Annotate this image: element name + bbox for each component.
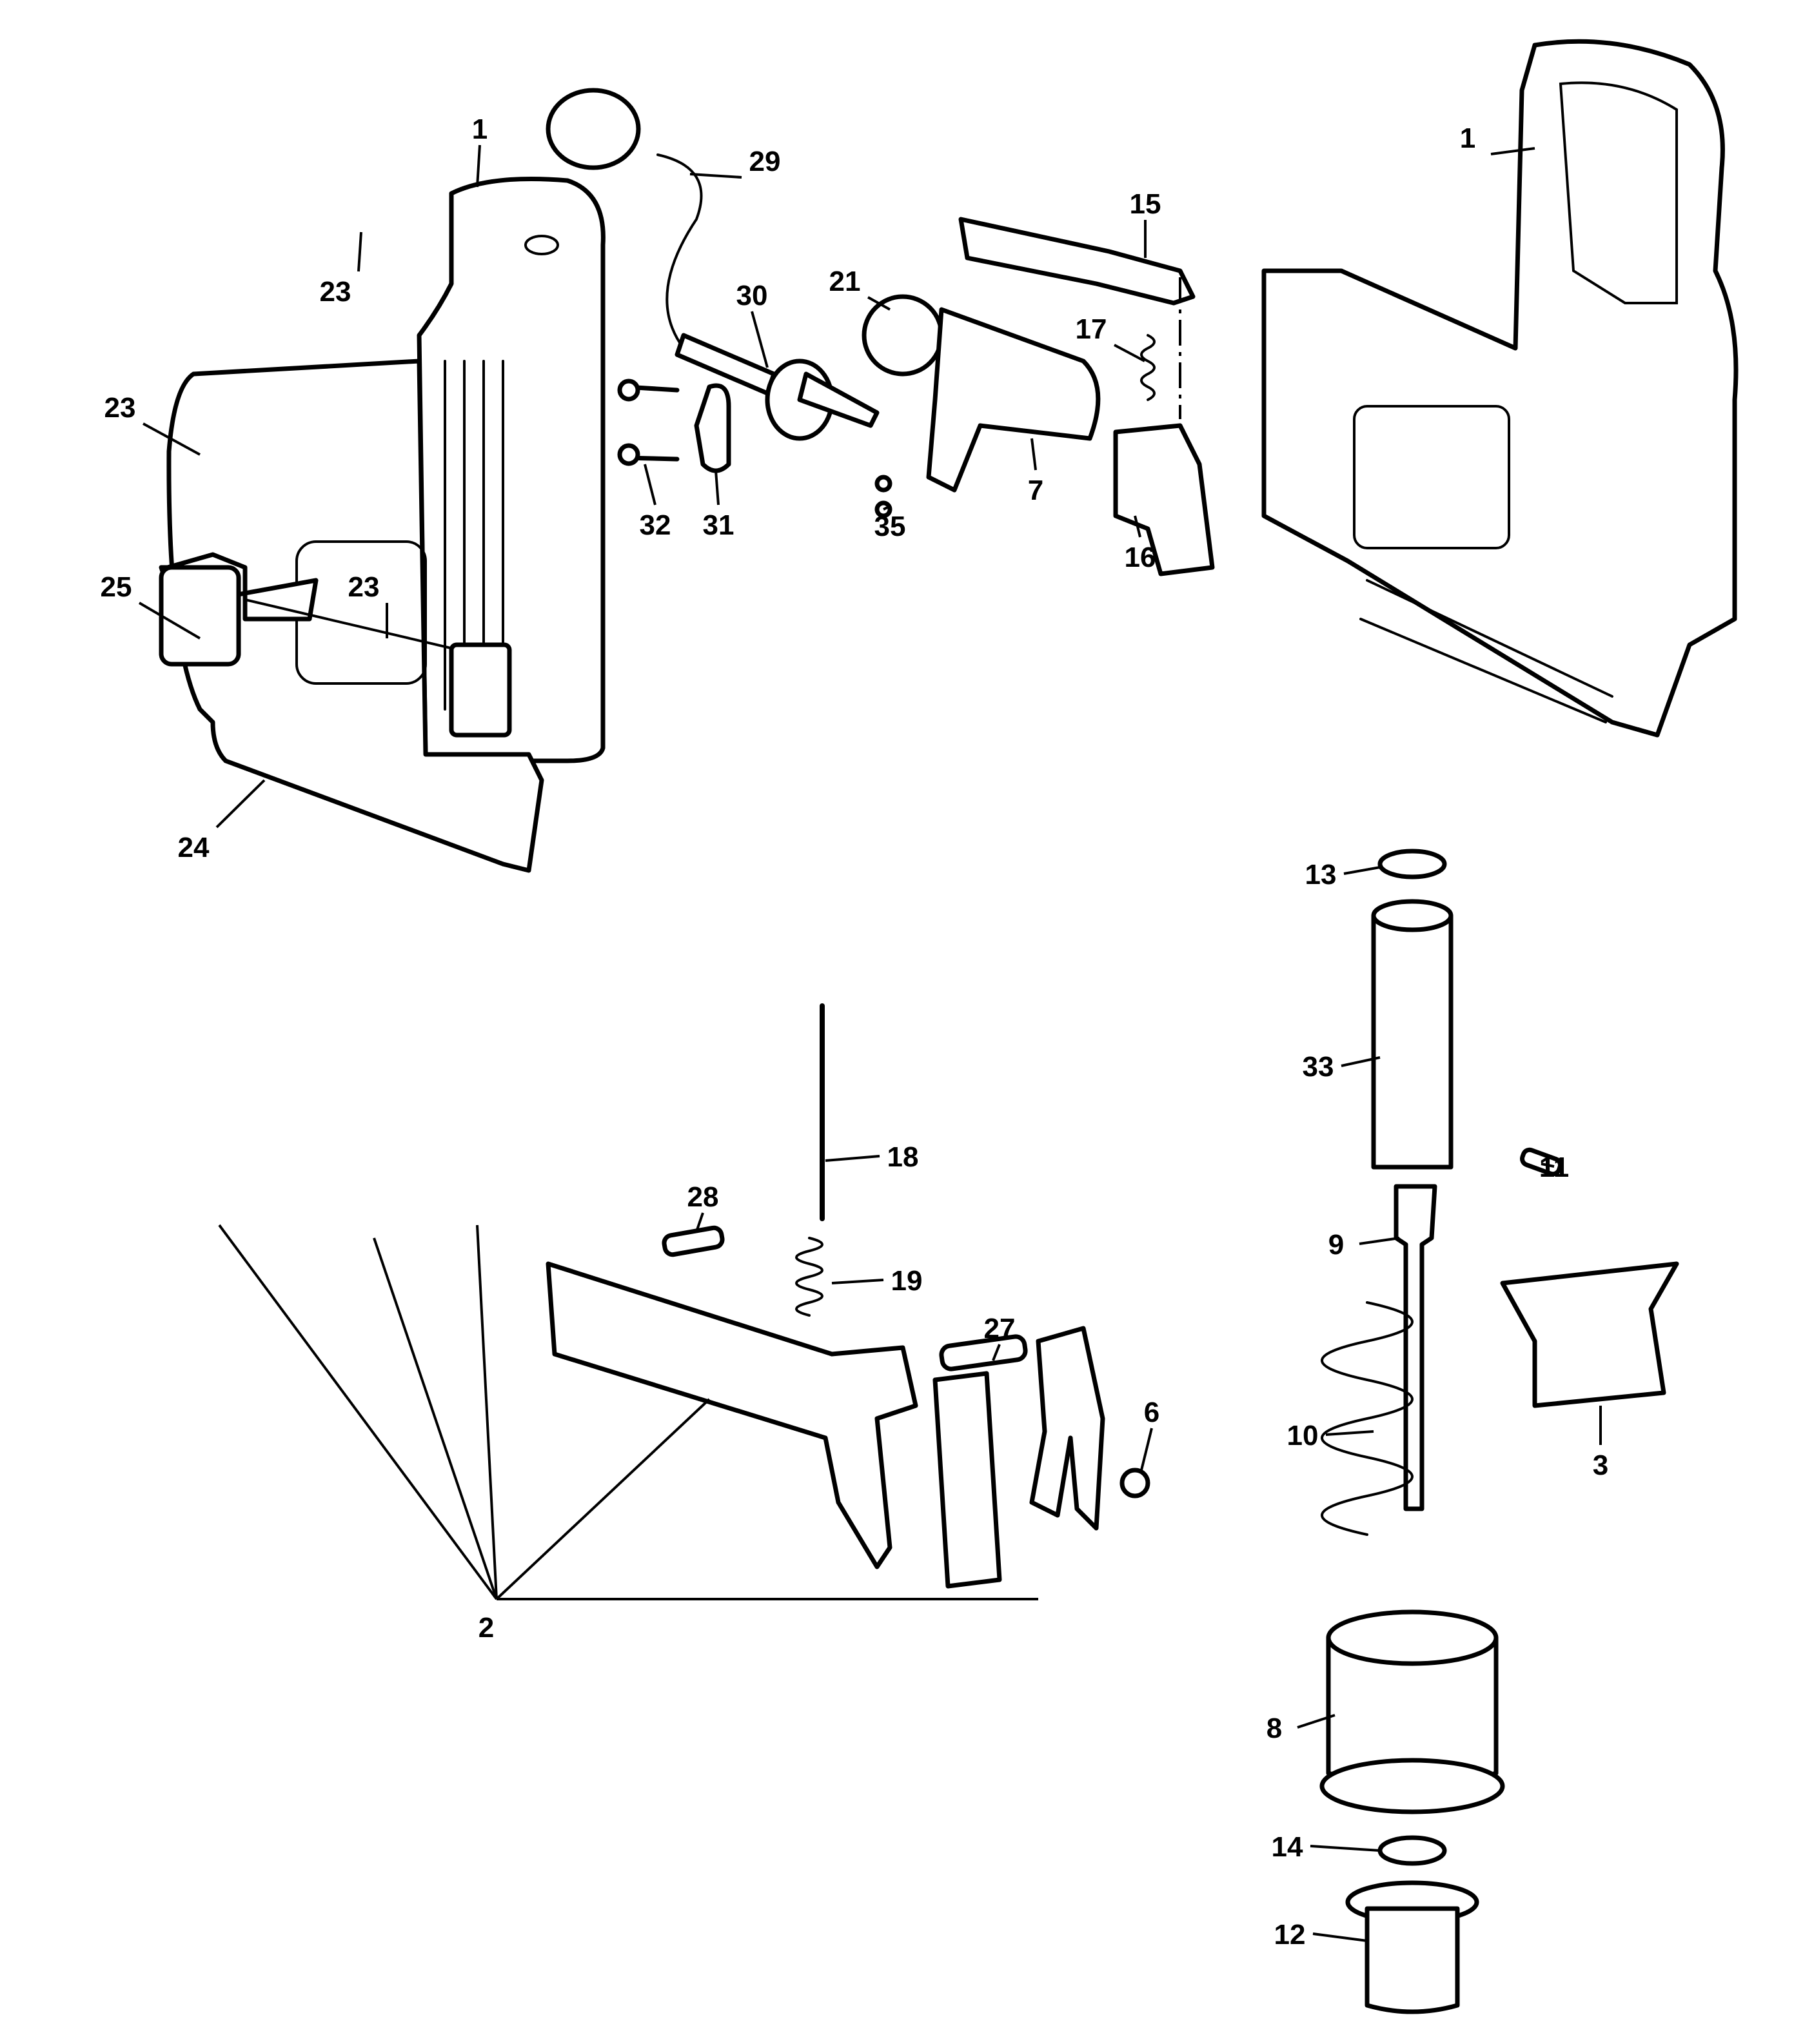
- callout-label: 35: [874, 511, 906, 542]
- leader-line: [695, 1212, 704, 1232]
- leader-line: [357, 231, 362, 272]
- callout-label: 8: [1267, 1713, 1282, 1744]
- leader-line-part-2: [495, 1398, 711, 1600]
- callout-label: 9: [1328, 1229, 1344, 1261]
- callout-label: 12: [1274, 1919, 1306, 1951]
- leader-line: [143, 422, 201, 456]
- callout-label: 33: [1303, 1051, 1334, 1083]
- leader-line: [1297, 1714, 1336, 1729]
- callout-label: 16: [1125, 542, 1156, 573]
- leader-line-part-2: [373, 1237, 498, 1600]
- callout-label: 10: [1287, 1420, 1319, 1451]
- callout-label: 19: [891, 1265, 923, 1297]
- callout-label: 3: [1593, 1449, 1608, 1481]
- left-housing-half: [166, 177, 606, 873]
- callout-label: 21: [829, 266, 861, 297]
- callout-label: 7: [1028, 475, 1043, 506]
- leader-line: [1134, 515, 1141, 538]
- callout-label: 17: [1076, 313, 1107, 345]
- leader-line: [1325, 1430, 1374, 1436]
- leader-line: [1490, 147, 1535, 155]
- callout-label: 13: [1305, 859, 1337, 890]
- callout-label: 14: [1272, 1831, 1303, 1863]
- leader-line-part-2: [218, 1224, 498, 1600]
- callout-label: 18: [887, 1141, 919, 1173]
- leader-line-part-2: [476, 1224, 498, 1600]
- leader-line: [867, 296, 891, 311]
- leader-line: [1343, 866, 1381, 875]
- callout-label: 1: [1460, 123, 1475, 154]
- rod-and-spring: [795, 1003, 825, 1317]
- leader-line: [138, 602, 201, 640]
- leader-line: [1341, 1056, 1381, 1067]
- leader-line: [1359, 1237, 1400, 1245]
- leader-line: [992, 1344, 1001, 1361]
- leader-line: [215, 779, 266, 829]
- callout-label: 32: [640, 509, 671, 541]
- plug-and-cord: [546, 88, 880, 441]
- callout-label: 23: [104, 392, 136, 424]
- cord-clamp: [617, 378, 731, 473]
- callout-label: 2: [478, 1612, 494, 1644]
- switch-assembly: [862, 294, 1101, 518]
- callout-label: 28: [687, 1181, 719, 1213]
- callout-label: 27: [984, 1313, 1016, 1344]
- callout-label: 25: [101, 571, 132, 603]
- magazine-assembly: [159, 552, 1150, 1589]
- callout-label: 23: [320, 276, 351, 308]
- callout-label: 1: [472, 113, 488, 145]
- leader-line: [1310, 1845, 1381, 1852]
- callout-label: 6: [1144, 1397, 1159, 1428]
- callout-label: 31: [703, 509, 734, 541]
- trigger-parts: [958, 217, 1215, 576]
- leader-line: [1114, 344, 1145, 362]
- callout-label: 24: [178, 832, 210, 863]
- solenoid-assembly: [1319, 849, 1679, 2014]
- leader-line: [825, 1155, 880, 1162]
- right-housing-half: [1261, 39, 1739, 738]
- callout-label: 29: [749, 146, 781, 177]
- callout-label: 23: [348, 571, 380, 603]
- leader-line: [644, 464, 656, 506]
- leader-line: [1030, 438, 1037, 471]
- leader-lines: [138, 144, 1602, 1942]
- callout-label: 15: [1130, 188, 1161, 220]
- leader-line: [689, 173, 742, 179]
- leader-line: [476, 144, 481, 188]
- leader-line: [715, 470, 720, 506]
- leader-line: [1541, 1163, 1555, 1168]
- callout-label: 11: [1539, 1152, 1570, 1183]
- leader-line: [831, 1279, 884, 1284]
- callout-label: 30: [736, 280, 768, 311]
- leader-line: [1312, 1932, 1368, 1942]
- leader-line: [1140, 1428, 1153, 1471]
- leader-line: [751, 311, 769, 368]
- leader-line: [883, 505, 891, 511]
